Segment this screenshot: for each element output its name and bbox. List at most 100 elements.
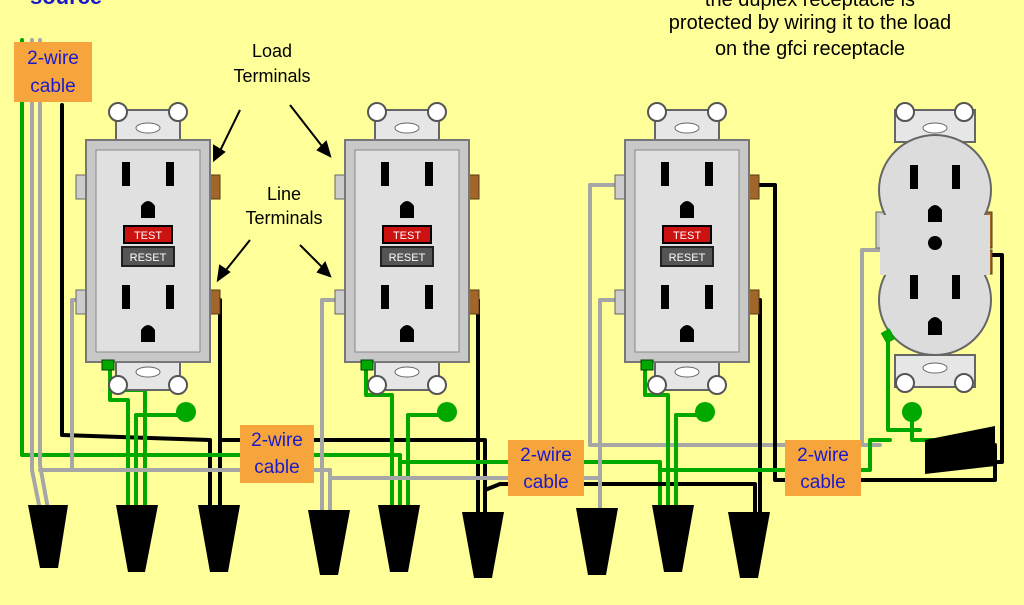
gfci-2-ground-screw [360,359,374,371]
wire-nut-6 [462,512,504,578]
load-arrow-left-head [213,144,226,163]
gfci-2-test-button[interactable] [382,225,432,244]
gfci-3-reset-label: RESET [669,252,706,264]
load-arrow-right [289,104,326,151]
gfci-2-lower-slot-r [425,285,433,309]
cable-label-run3-line2: cable [800,472,845,493]
gfci-1-screw-tr [168,102,188,122]
cable-label-source: 2-wire cable [14,42,92,102]
gfci-3-screw-tr [707,102,727,122]
gfci-1-ground-screw [101,359,115,371]
source-ground-wire [20,38,142,457]
gfci-3-test-button[interactable] [662,225,712,244]
gfci-1-lower-ground-hole [141,325,155,342]
cable-label-run2-bg [508,440,584,496]
gfci-1-reset-label: RESET [130,252,167,264]
duplex-bottom-slot [922,362,948,374]
gfci-2-line-hot-terminal [468,289,480,315]
line-arrow-right [299,244,326,271]
duplex-upper-ground-hole [928,205,942,222]
wire-nut-8 [652,505,694,572]
cable-label-run1: 2-wire cable [240,425,314,483]
r3-hot-load-wire [746,183,997,482]
gfci-1-upper-slot-r [166,162,174,186]
ground-tap-3 [695,402,715,422]
gfci-1-test-label: TEST [134,230,162,242]
load-terminals-label-1: Load [252,41,292,61]
wire-nut-1 [28,505,68,568]
gfci-3-screw-br [707,375,727,395]
gfci-3-top-slot [674,122,700,134]
wire-nut-10 [925,426,995,474]
header-line-1: the duplex receptacle is [705,0,915,11]
gfci-1-reset-button[interactable] [121,246,175,267]
gfci-2-screw-tr [427,102,447,122]
duplex-upper-slot-l [910,165,918,189]
wire-nut-4 [308,510,350,575]
gfci-1-load-neutral-terminal [75,174,87,200]
gfci-2-bottom-slot [394,366,420,378]
wire-nut-7 [576,508,618,575]
gfci-3-lower-slot-r [705,285,713,309]
cable-label-run3-bg [785,440,861,496]
line-arrow-left [221,239,251,276]
r2-ground-wire-a [364,368,394,512]
gfci-1-line-hot-terminal [209,289,221,315]
gfci-1-line-neutral-terminal [75,289,87,315]
r3-neutral-line-wire [598,298,624,522]
r2-neutral-line-wire [320,298,342,522]
gfci-3-screw-tl [647,102,667,122]
gfci-1-lower-slot-r [166,285,174,309]
gfci-1-upper-ground-hole [141,201,155,218]
gfci-2-load-hot-terminal [468,174,480,200]
load-terminals-label-2: Terminals [233,66,310,86]
r1-hot-line-wire [210,298,222,522]
gfci-1-test-button[interactable] [123,225,173,244]
duplex-top-slot [922,122,948,134]
duplex-screw-br [954,373,974,393]
gfci-3-screw-bl [647,375,667,395]
gfci-1-screw-br [168,375,188,395]
duplex-screw-tl [895,102,915,122]
gfci-3-ground-screw [640,359,654,371]
duplex-lower-slot-l [910,275,918,299]
duplex-upper-slot-r [952,165,960,189]
cable-label-run2-line2: cable [523,472,568,493]
cable-label-run1-bg [240,425,314,483]
header-line-3: on the gfci receptacle [715,38,905,60]
gfci-2-load-neutral-terminal [334,174,346,200]
line-terminals-label-1: Line [267,184,301,204]
duplex-center-screw [928,236,942,250]
source-neutral-wire-2 [38,38,52,522]
wire-nut-3 [198,505,240,572]
gfci-3-line-hot-terminal [748,289,760,315]
ground-tap-2 [437,402,457,422]
gfci-receptacle-3: TEST RESET [614,102,760,395]
run2-ground [398,460,662,512]
duplex-lower-slot-r [952,275,960,299]
gfci-3-lower-slot-l [661,285,669,309]
gfci-1-screw-bl [108,375,128,395]
gfci-1-bottom-slot [135,366,161,378]
duplex-ground-wire [886,338,922,432]
line-arrow-right-head [316,260,332,278]
gfci-1-lower-slot-l [122,285,130,309]
wire-nuts [28,426,995,578]
run1-neutral [48,468,332,522]
gfci-1-screw-tl [108,102,128,122]
line-arrow-left-head [216,264,231,283]
gfci-3-test-label: TEST [673,230,701,242]
gfci-receptacle-1: TEST RESET [75,102,221,395]
cable-label-source-line1: 2-wire [27,48,79,69]
duplex-receptacle [875,102,993,393]
r3-ground-wire-a [643,368,670,512]
cable-label-source-bg [14,42,92,102]
gfci-1-load-hot-terminal [209,174,221,200]
gfci-3-reset-button[interactable] [660,246,714,267]
gfci-3-line-neutral-terminal [614,289,626,315]
gfci-2-reset-button[interactable] [380,246,434,267]
gfci-3-load-hot-terminal [748,174,760,200]
gfci-2-screw-bl [367,375,387,395]
ground-tap-4 [902,402,922,422]
